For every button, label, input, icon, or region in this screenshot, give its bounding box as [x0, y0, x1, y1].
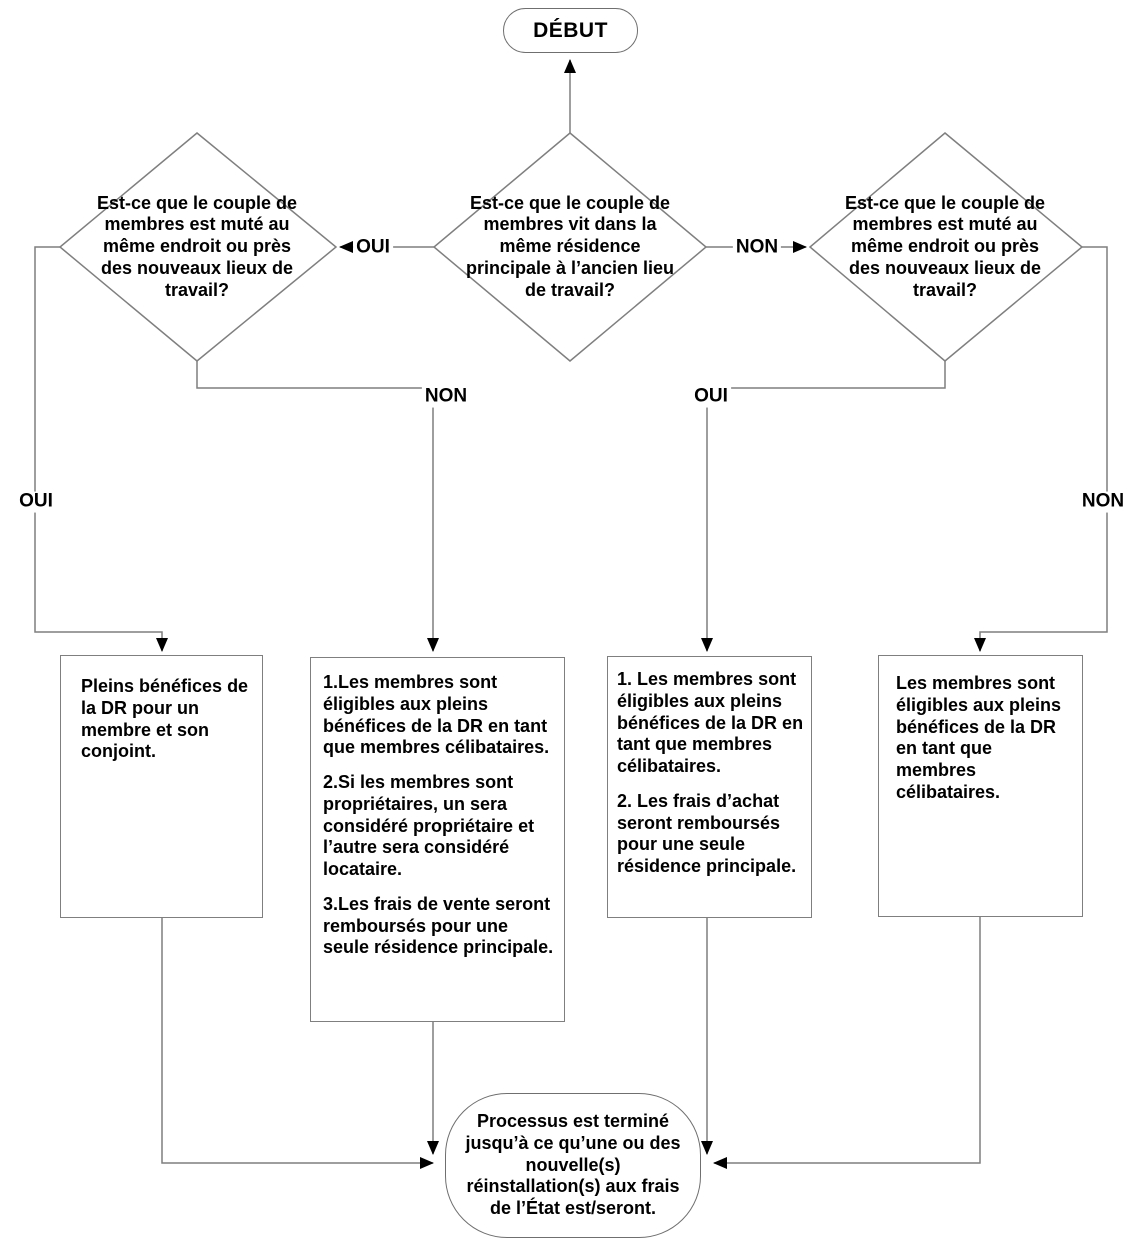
decision-center-shape — [432, 132, 708, 362]
result-box-1-text: Pleins bénéfices de la DR pour un membre… — [81, 676, 249, 762]
edge-right-non-to-box4 — [974, 246, 1108, 652]
decision-center-text: Est-ce que le couple de membres vit dans… — [465, 192, 675, 300]
result-box-2: 1.Les membres sont éligibles aux pleins … — [310, 657, 565, 1022]
start-node: DÉBUT — [503, 8, 638, 53]
edge-box1-to-end — [161, 918, 434, 1169]
decision-right-text: Est-ce que le couple de membres est muté… — [844, 192, 1046, 300]
edge-label-oui-center-left: OUI — [353, 237, 393, 259]
result-box-2-item-3: 3.Les frais de vente seront remboursés p… — [323, 893, 554, 958]
edge-right-oui-to-box3 — [701, 361, 946, 652]
result-box-1: Pleins bénéfices de la DR pour un membre… — [60, 655, 263, 918]
edge-label-oui-left-side: OUI — [16, 491, 56, 513]
end-label: Processus est terminé jusqu’à ce qu’une … — [465, 1110, 681, 1219]
result-box-2-item-1: 1.Les membres sont éligibles aux pleins … — [323, 672, 550, 758]
result-box-3-item-1: 1. Les membres sont éligibles aux pleins… — [617, 669, 804, 777]
result-box-4: Les membres sont éligibles aux pleins bé… — [878, 655, 1083, 917]
edge-label-non-right-side: NON — [1078, 491, 1128, 513]
edge-label-non-center-right: NON — [732, 237, 782, 259]
edge-box4-to-end — [713, 917, 981, 1169]
edge-left-oui-to-box1 — [34, 246, 168, 652]
end-node: Processus est terminé jusqu’à ce qu’une … — [445, 1093, 701, 1238]
edge-left-non-to-box2 — [196, 361, 439, 652]
edge-label-oui-right-bottom: OUI — [691, 386, 731, 408]
result-box-3: 1. Les membres sont éligibles aux pleins… — [607, 656, 812, 918]
result-box-2-item-2: 2.Si les membres sont propriétaires, un … — [323, 772, 535, 880]
decision-left-text: Est-ce que le couple de membres est muté… — [96, 192, 298, 300]
result-box-3-item-2: 2. Les frais d’achat seront remboursés p… — [617, 790, 797, 877]
start-label: DÉBUT — [533, 18, 608, 42]
edge-label-non-left-bottom: NON — [421, 386, 471, 408]
result-box-4-text: Les membres sont éligibles aux pleins bé… — [896, 673, 1062, 802]
